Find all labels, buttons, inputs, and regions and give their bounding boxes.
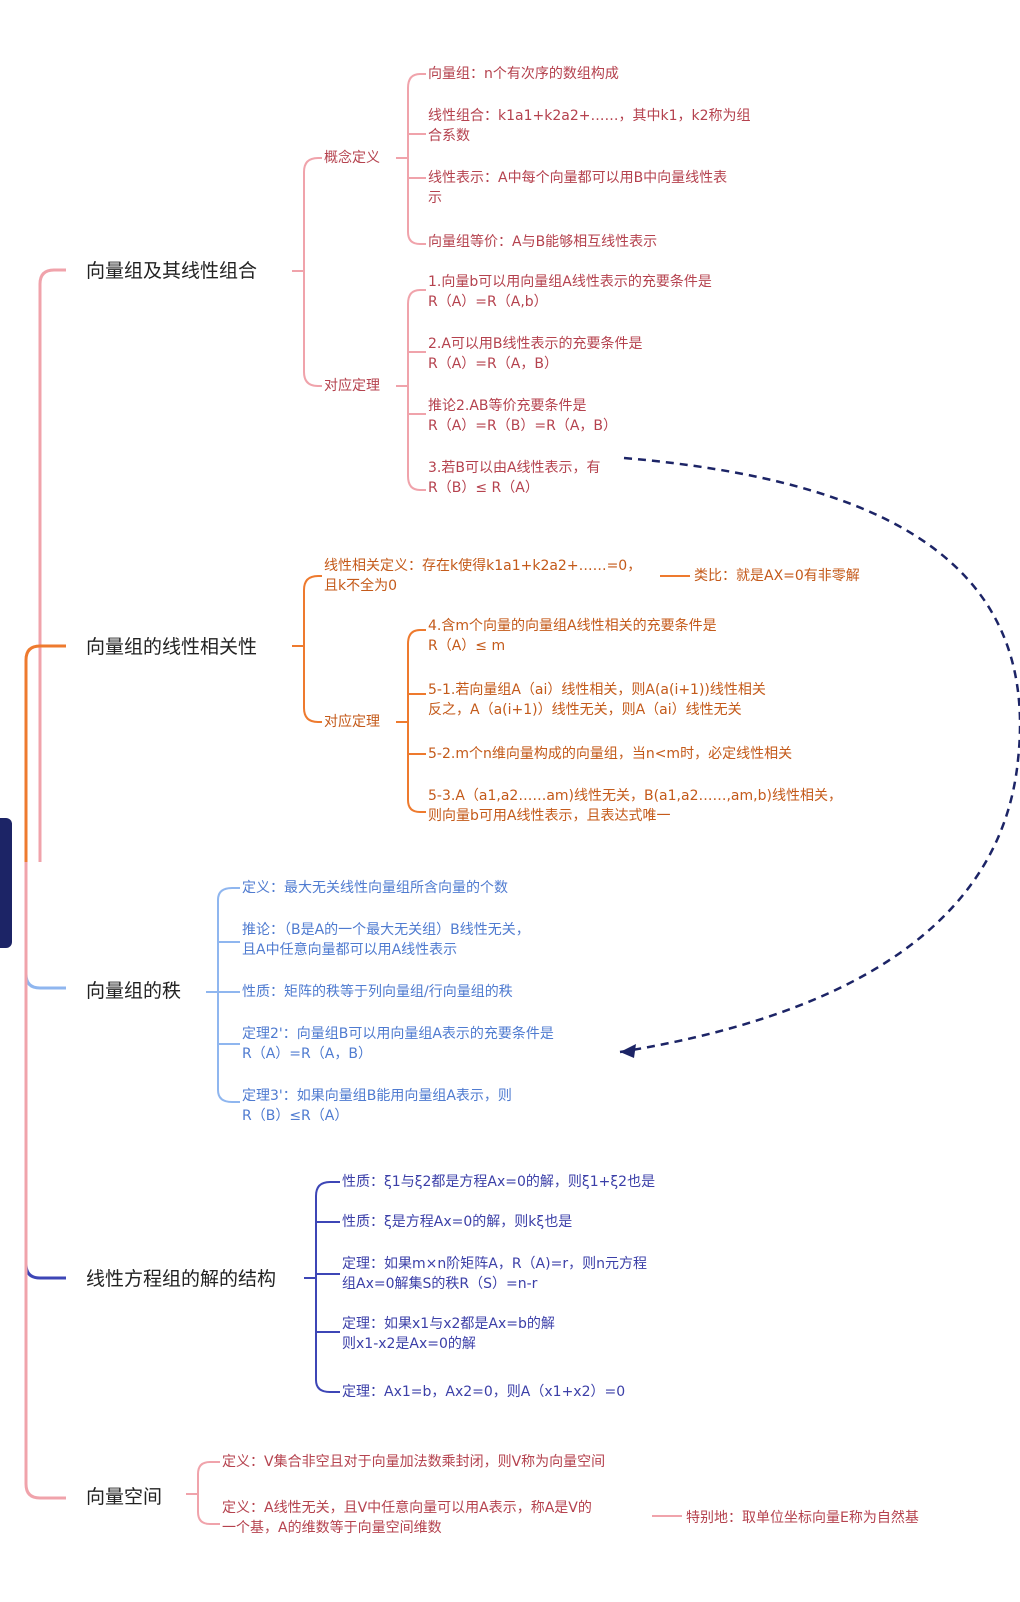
branch-title-1[interactable]: 向量组及其线性组合 [86, 260, 258, 282]
node-text[interactable]: 性质：矩阵的秩等于列向量组/行向量组的秩 [242, 984, 513, 1000]
node-text[interactable]: 1.向量b可以用向量组A线性表示的充要条件是 R（A）=R（A,b） [428, 274, 712, 310]
node-text[interactable]: 推论2.AB等价充要条件是 R（A）=R（B）=R（A，B） [428, 398, 618, 434]
group-label[interactable]: 对应定理 [324, 714, 380, 730]
node-text[interactable]: 性质：ξ是方程Ax=0的解，则kξ也是 [342, 1214, 573, 1230]
branch-title-3[interactable]: 向量组的秩 [86, 980, 182, 1002]
trunk-branch4 [24, 862, 66, 1280]
branch-title-4[interactable]: 线性方程组的解的结构 [86, 1268, 277, 1290]
node-text[interactable]: 向量组：n个有次序的数组构成 [428, 66, 619, 82]
arrowhead-icon [620, 1044, 636, 1058]
node-text[interactable]: 定义：V集合非空且对于向量加法数乘封闭，则V称为向量空间 [222, 1454, 606, 1470]
node-text[interactable]: 线性表示：A中每个向量都可以用B中向量线性表 示 [428, 170, 728, 206]
node-text[interactable]: 定理2'：向量组B可以用向量组A表示的充要条件是 R（A）=R（A，B） [242, 1026, 554, 1062]
node-text[interactable]: 2.A可以用B线性表示的充要条件是 R（A）=R（A，B） [428, 336, 643, 372]
trunk-branch5 [24, 862, 66, 1500]
node-text[interactable]: 推论：（B是A的一个最大无关组）B线性无关， 且A中任意向量都可以用A线性表示 [242, 922, 530, 958]
node-text[interactable]: 性质：ξ1与ξ2都是方程Ax=0的解，则ξ1+ξ2也是 [342, 1174, 656, 1190]
node-text[interactable]: 向量组等价：A与B能够相互线性表示 [428, 234, 658, 250]
side-tab[interactable] [0, 818, 12, 948]
node-text[interactable]: 5-3.A（a1,a2……am)线性无关，B(a1,a2……,am,b)线性相关… [428, 788, 842, 824]
node-text[interactable]: 定理3'：如果向量组B能用向量组A表示，则 R（B）≤R（A） [242, 1088, 512, 1124]
node-text[interactable]: 3.若B可以由A线性表示，有 R（B）≤ R（A） [428, 460, 601, 496]
node-text[interactable]: 定理：如果m×n阶矩阵A，R（A)=r，则n元方程 组Ax=0解集S的秩R（S）… [342, 1256, 647, 1292]
node-text[interactable]: 5-2.m个n维向量构成的向量组，当n<m时，必定线性相关 [428, 746, 793, 762]
branch-title-2[interactable]: 向量组的线性相关性 [86, 636, 258, 658]
node-text[interactable]: 定理：如果x1与x2都是Ax=b的解 则x1-x2是Ax=0的解 [342, 1316, 555, 1352]
node-text[interactable]: 定义：最大无关线性向量组所含向量的个数 [242, 880, 508, 896]
group-label[interactable]: 对应定理 [324, 378, 380, 394]
group-label[interactable]: 概念定义 [324, 150, 380, 166]
node-text[interactable]: 线性组合：k1a1+k2a2+……，其中k1，k2称为组 合系数 [428, 108, 751, 144]
trunk-branch3 [24, 862, 66, 990]
node-text[interactable]: 定理：Ax1=b，Ax2=0，则A（x1+x2）=0 [342, 1384, 626, 1400]
node-text[interactable]: 特别地：取单位坐标向量E称为自然基 [686, 1510, 919, 1526]
node-text[interactable]: 5-1.若向量组A（ai）线性相关，则A(a(i+1))线性相关 反之，A（a(… [428, 682, 766, 718]
node-text[interactable]: 4.含m个向量的向量组A线性相关的充要条件是 R（A）≤ m [428, 618, 717, 654]
node-text[interactable]: 定义：A线性无关，且V中任意向量可以用A表示，称A是V的 一个基，A的维数等于向… [222, 1500, 592, 1536]
node-text[interactable]: 类比：就是AX=0有非零解 [694, 568, 860, 584]
node-text[interactable]: 线性相关定义：存在k使得k1a1+k2a2+……=0， 且k不全为0 [324, 558, 642, 594]
trunk-branch2 [24, 644, 66, 862]
branch-title-5[interactable]: 向量空间 [86, 1486, 163, 1508]
dashed-relation-arrow [619, 456, 1020, 1054]
trunk-branch1 [38, 268, 66, 862]
